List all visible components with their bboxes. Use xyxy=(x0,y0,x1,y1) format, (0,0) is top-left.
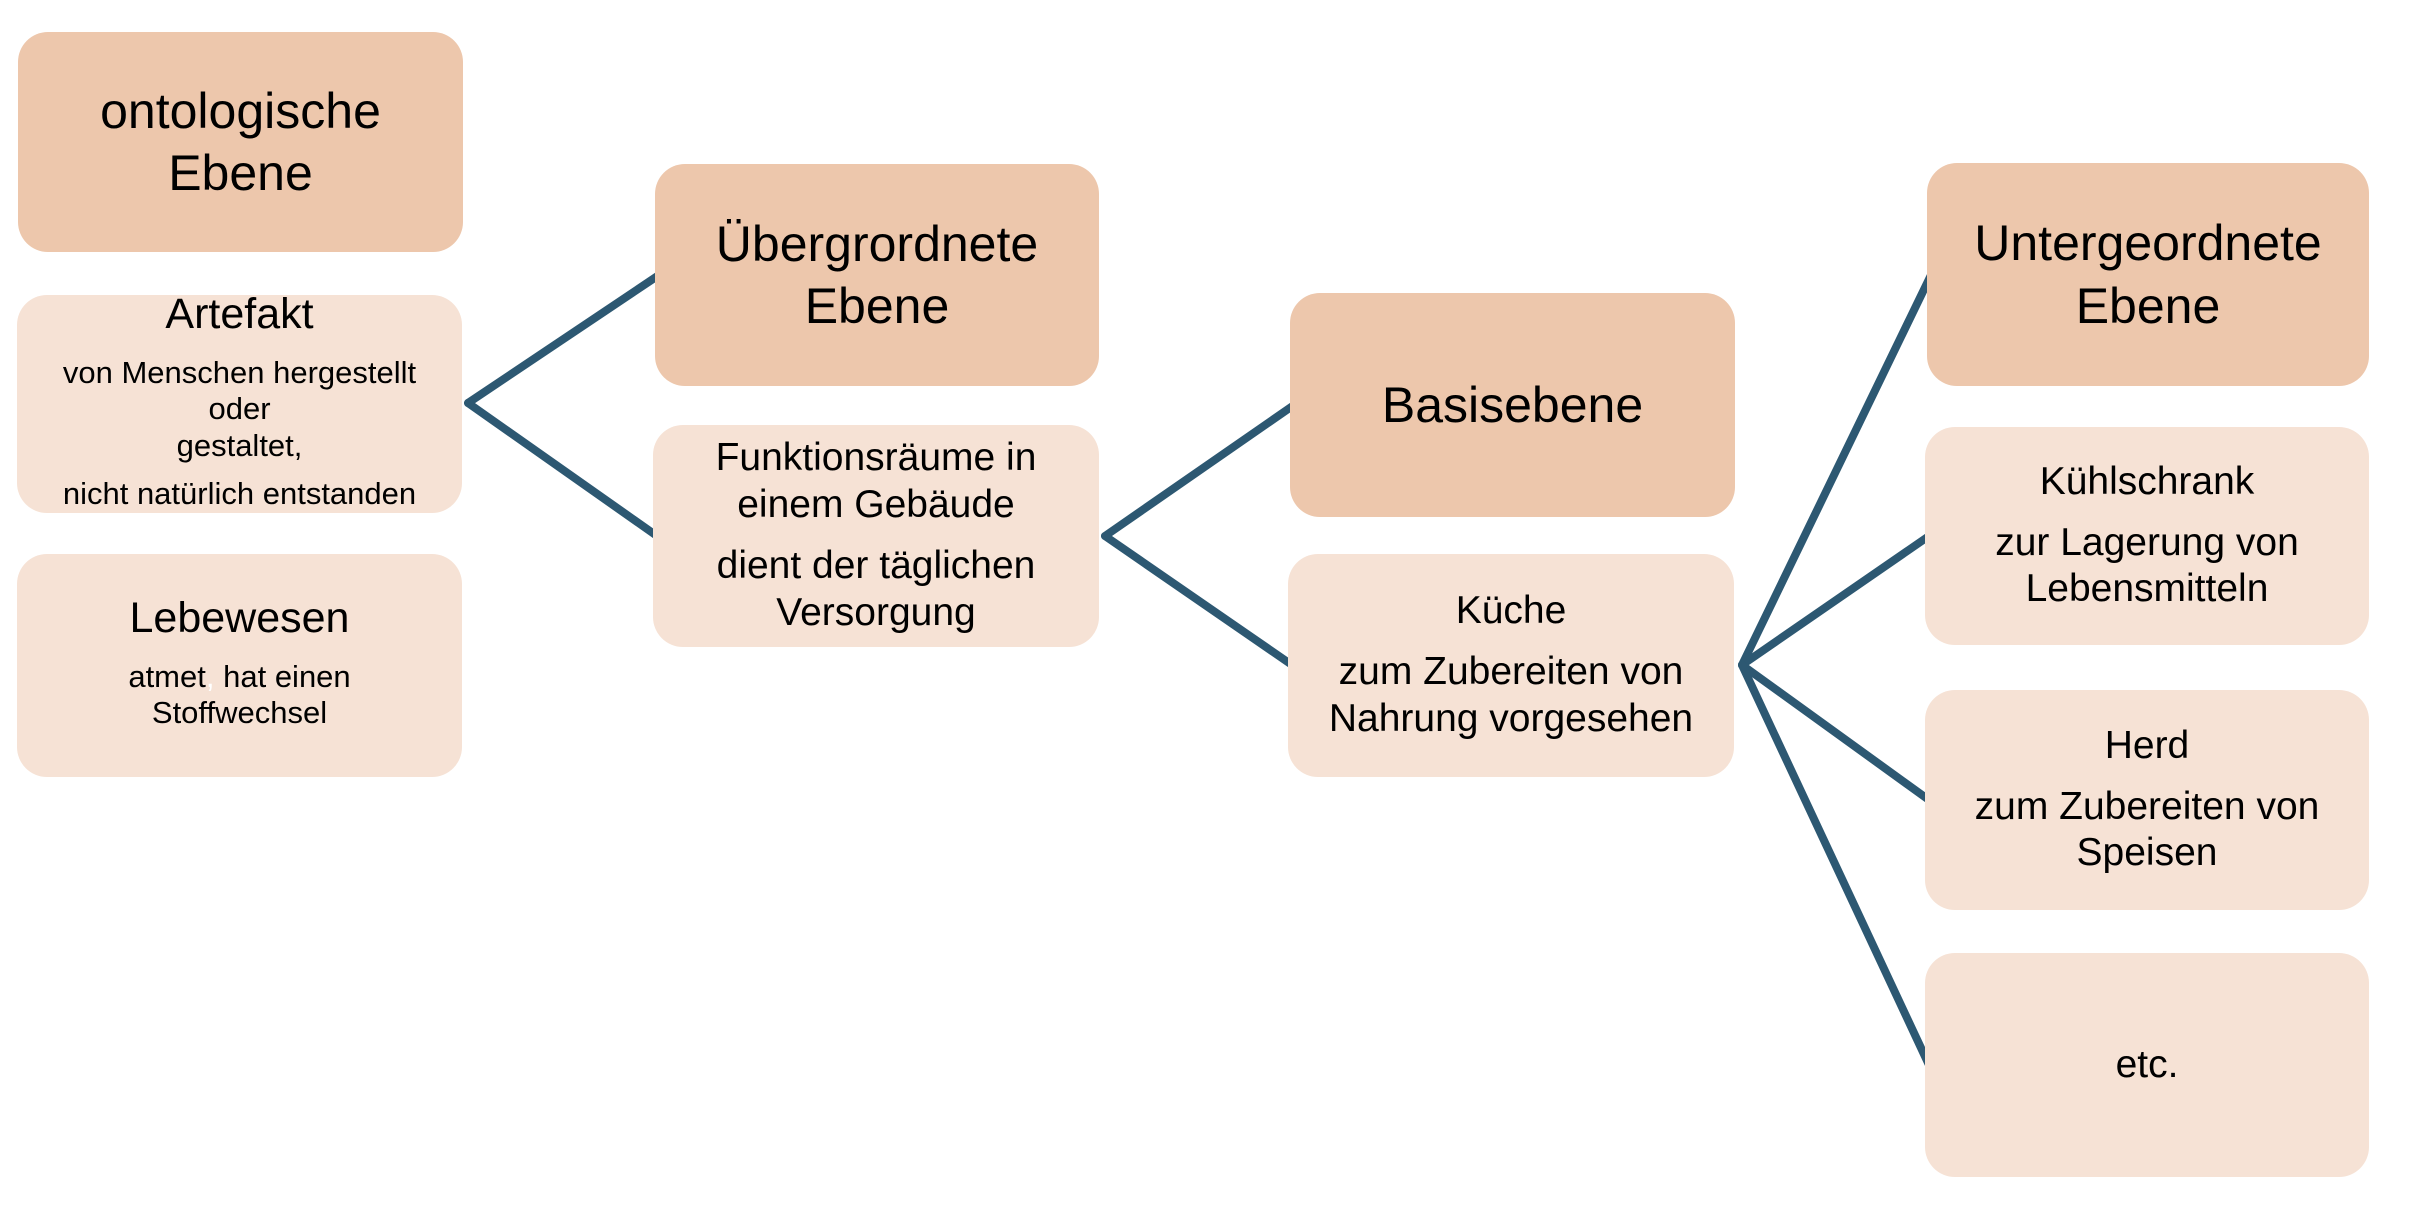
node-title: Kühlschrank xyxy=(2039,459,2255,503)
description-text: atmet xyxy=(128,658,206,694)
node-description: Funktionsräume in einem Gebäude xyxy=(715,436,1037,527)
node-title: Artefakt xyxy=(165,290,314,339)
node-herd: Herd zum Zubereiten von Speisen xyxy=(1925,690,2369,910)
node-description: atmet, hat einen Stoffwechsel xyxy=(39,659,440,732)
node-title: Untergeordnete Ebene xyxy=(1974,215,2322,334)
connector-kueche-to-untergeordnete xyxy=(1738,271,1935,669)
description-text: hat einen Stoffwechsel xyxy=(151,658,351,731)
connector-kueche-to-herd xyxy=(1738,661,1933,804)
connector-artefakt-to-uebergeordnete xyxy=(464,271,663,407)
connector-kueche-to-kuehlschrank xyxy=(1738,532,1933,669)
node-basisebene: Basisebene xyxy=(1290,293,1735,517)
node-kueche: Küche zum Zubereiten von Nahrung vorgese… xyxy=(1288,554,1734,777)
node-title: Übergrordnete Ebene xyxy=(715,215,1039,335)
connector-funktionsraeume-to-basisebene xyxy=(1101,401,1298,540)
node-description: zum Zubereiten von Nahrung vorgesehen xyxy=(1328,650,1694,740)
node-description: dient der täglichen Versorgung xyxy=(716,544,1036,634)
node-untergeordnete-ebene: Untergeordnete Ebene xyxy=(1927,163,2369,386)
node-description: zur Lagerung von Lebensmitteln xyxy=(1995,520,2299,611)
node-description: nicht natürlich entstanden xyxy=(62,476,417,512)
node-title: Lebewesen xyxy=(129,594,350,643)
node-title: Herd xyxy=(2104,723,2190,767)
hidden-comma: , xyxy=(205,658,215,694)
node-title: etc. xyxy=(2115,1042,2179,1086)
connector-funktionsraeume-to-kueche xyxy=(1101,532,1296,669)
node-kuehlschrank: Kühlschrank zur Lagerung von Lebensmitte… xyxy=(1925,427,2369,645)
connector-artefakt-to-funktionsraeume xyxy=(464,399,661,540)
node-title: ontologische Ebene xyxy=(100,82,381,202)
node-description: zum Zubereiten von Speisen xyxy=(1974,784,2320,875)
node-lebewesen: Lebewesen atmet, hat einen Stoffwechsel xyxy=(17,554,462,777)
node-etc: etc. xyxy=(1925,953,2369,1177)
node-description: von Menschen hergestellt oder gestaltet, xyxy=(62,354,417,463)
node-ontologische-ebene: ontologische Ebene xyxy=(18,32,463,252)
node-title: Küche xyxy=(1455,589,1567,633)
node-funktionsraeume: Funktionsräume in einem Gebäude dient de… xyxy=(653,425,1099,647)
node-title: Basisebene xyxy=(1381,376,1644,433)
node-uebergeordnete-ebene: Übergrordnete Ebene xyxy=(655,164,1099,386)
node-artefakt: Artefakt von Menschen hergestellt oder g… xyxy=(17,290,462,513)
connector-kueche-to-etc xyxy=(1738,661,1933,1069)
